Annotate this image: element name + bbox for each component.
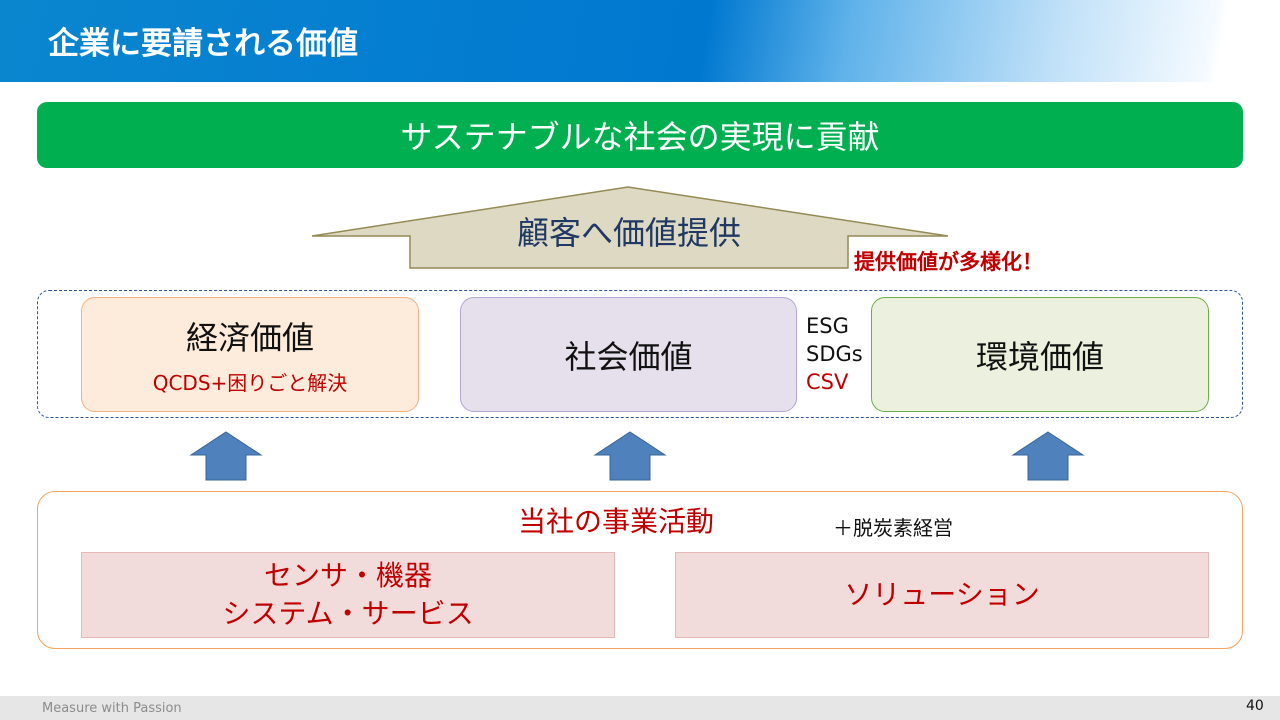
sensor-line: センサ・機器: [263, 559, 432, 592]
economic-value-label: 経済価値: [185, 319, 314, 357]
solution-box: ソリューション: [675, 552, 1209, 638]
up-arrow-icon: [189, 431, 263, 481]
diversified-note: 提供価値が多様化！: [854, 250, 1043, 274]
footer-tagline: Measure with Passion: [42, 701, 182, 716]
tag-sdgs: SDGs: [806, 342, 863, 366]
header-bar: [0, 0, 1280, 82]
slide-title: 企業に要請される価値: [48, 26, 358, 62]
up-arrow-icon: [593, 431, 667, 481]
tag-esg: ESG: [806, 314, 849, 338]
arrow-label: 顧客へ価値提供: [516, 214, 741, 252]
tag-csv: CSV: [806, 370, 849, 394]
system-line: システム・サービス: [222, 597, 474, 630]
economic-value-box: 経済価値 QCDS+困りごと解決: [81, 297, 419, 412]
business-title: 当社の事業活動: [518, 505, 715, 538]
values-group: [37, 290, 1243, 418]
social-value-box: 社会価値: [460, 297, 797, 412]
goal-banner: サステナブルな社会の実現に貢献: [37, 102, 1243, 168]
decarbonization-note: ＋脱炭素経営: [833, 516, 953, 540]
environmental-value-box: 環境価値: [871, 297, 1209, 412]
economic-value-sub: QCDS+困りごと解決: [152, 371, 348, 395]
value-delivery-arrow: [311, 186, 949, 269]
business-activities-box: [37, 491, 1243, 649]
tags-list: ESG SDGs CSV: [806, 312, 863, 396]
up-arrow-icon: [1011, 431, 1085, 481]
sensor-system-box: センサ・機器 システム・サービス: [81, 552, 615, 638]
footer-bar: [0, 696, 1280, 720]
page-number: 40: [1246, 698, 1264, 714]
